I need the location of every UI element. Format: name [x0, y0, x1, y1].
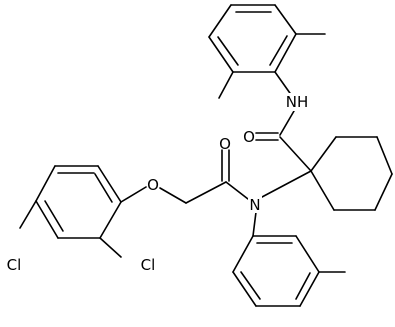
- methylene-to-ether-o-bond: [159, 187, 187, 204]
- acyl-carbonyl-double-bond: [221, 149, 230, 182]
- acyl-to-methylene-bond: [185, 181, 227, 204]
- amide-nh-label: NH: [286, 93, 309, 111]
- methyl-groups-top: [218, 33, 326, 99]
- para-chlorine-bond: [19, 200, 37, 229]
- carbonyl-to-cyclohexane-bond: [279, 136, 312, 172]
- cyclohexane-to-n-bond: [261, 170, 312, 198]
- amide-oxygen-label: O: [243, 128, 255, 146]
- para-chlorine-label: Cl: [7, 256, 22, 274]
- ether-o-to-ring-bond: [120, 186, 147, 203]
- ortho-chlorine-label: Cl: [141, 256, 156, 274]
- ring-to-nh-bond: [274, 71, 293, 97]
- nh-label-background: [285, 93, 309, 111]
- ether-oxygen-label: O: [147, 176, 159, 194]
- n-to-acyl-carbon-bond: [225, 181, 249, 200]
- n-label-background: [248, 195, 262, 213]
- dimethylphenyl-ring: [208, 4, 297, 73]
- n-to-tolyl-bond: [252, 211, 257, 237]
- tertiary-nitrogen-label: N: [249, 196, 260, 214]
- amide-carbonyl-double-bond: [255, 132, 279, 141]
- cyclohexane-ring: [310, 136, 393, 211]
- atom-labels: NH O O N O Cl Cl: [7, 93, 309, 274]
- dichlorophenyl-ring: [35, 165, 122, 239]
- ortho-chlorine-bond: [99, 237, 122, 258]
- acyl-oxygen-label: O: [219, 135, 231, 153]
- nh-to-carbonyl-bond: [279, 110, 295, 136]
- tolyl-ring: [232, 235, 320, 307]
